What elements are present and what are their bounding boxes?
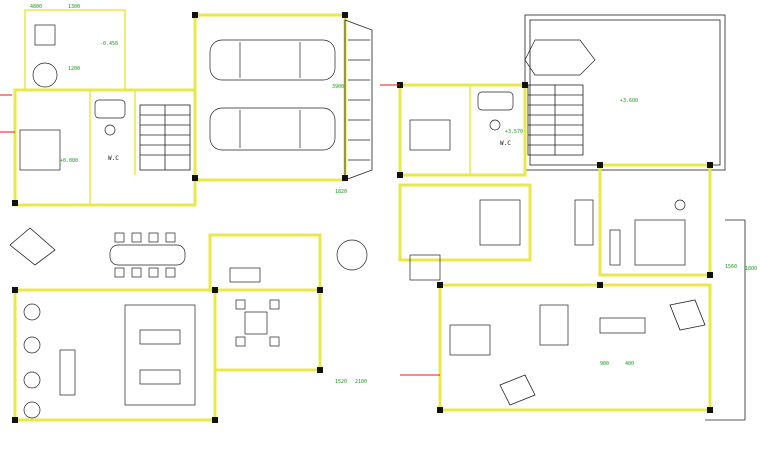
dim-label: 4800 — [30, 4, 42, 10]
upper-living-wall — [438, 283, 712, 412]
dim-label: 1520 — [335, 379, 347, 385]
chair-icon — [674, 199, 686, 211]
tree-icon — [336, 239, 368, 271]
service-block-wall — [13, 88, 197, 207]
level-label: +0.000 — [60, 158, 78, 164]
coffee-table — [539, 304, 569, 346]
bath-block-wall — [398, 83, 527, 177]
dim-label: 1560 — [725, 264, 737, 270]
dim-label: 1820 — [335, 189, 347, 195]
level-label: +3.570 — [505, 129, 523, 135]
wardrobe — [609, 229, 621, 266]
wc-right-label: W.C — [500, 140, 511, 147]
plant-column — [23, 303, 41, 419]
mid-room-wall — [208, 233, 322, 292]
side-table — [139, 369, 181, 385]
kitchen-counter — [19, 129, 61, 171]
washer — [409, 254, 441, 281]
square-table — [244, 311, 268, 335]
stone-slab — [9, 227, 56, 266]
columns-left — [12, 12, 348, 423]
bathtub — [94, 99, 126, 119]
double-bed — [634, 219, 686, 266]
dim-label: 900 — [600, 361, 609, 367]
coffee-table — [139, 329, 181, 345]
mid-bath-wall — [398, 183, 532, 262]
car-top — [209, 39, 336, 81]
wc-left-label: W.C — [108, 155, 119, 162]
toilet — [489, 119, 501, 131]
bath-fixtures — [479, 199, 521, 246]
sofa-right — [574, 199, 594, 246]
upper-floor-plan: W.C — [380, 14, 757, 421]
bay-window — [524, 39, 596, 76]
terrace-inner — [529, 19, 721, 166]
tv-cabinet — [59, 349, 76, 396]
dim-label: 1800 — [745, 266, 757, 272]
living-room-wall — [13, 288, 217, 422]
tea-room-wall — [213, 288, 322, 372]
garage-ramp — [344, 19, 373, 181]
dim-label: 400 — [625, 361, 634, 367]
entrance-wall — [24, 9, 126, 91]
bed-small — [409, 119, 451, 151]
dim-label: 2100 — [355, 379, 367, 385]
level-label: -0.450 — [100, 41, 118, 47]
dim-label: 1300 — [68, 4, 80, 10]
dim-label: 1200 — [68, 66, 80, 72]
stair-right — [527, 84, 584, 156]
entry-steps — [34, 24, 56, 46]
desk — [599, 317, 646, 334]
level-label: +3.600 — [620, 98, 638, 104]
ground-floor-plan: W.C — [0, 4, 373, 423]
sofa — [229, 267, 261, 283]
dining-table — [109, 232, 186, 278]
plant-icon — [32, 62, 58, 88]
dim-label: 3900 — [332, 84, 344, 90]
toilet — [104, 124, 116, 136]
lounge-chair — [669, 299, 706, 331]
bed-guest — [449, 324, 491, 356]
bathtub — [477, 91, 514, 111]
lounge-chair — [499, 374, 536, 406]
car-bottom — [209, 107, 336, 151]
stair-left — [139, 104, 191, 171]
carpet — [124, 304, 196, 406]
master-bedroom-wall — [598, 163, 712, 277]
